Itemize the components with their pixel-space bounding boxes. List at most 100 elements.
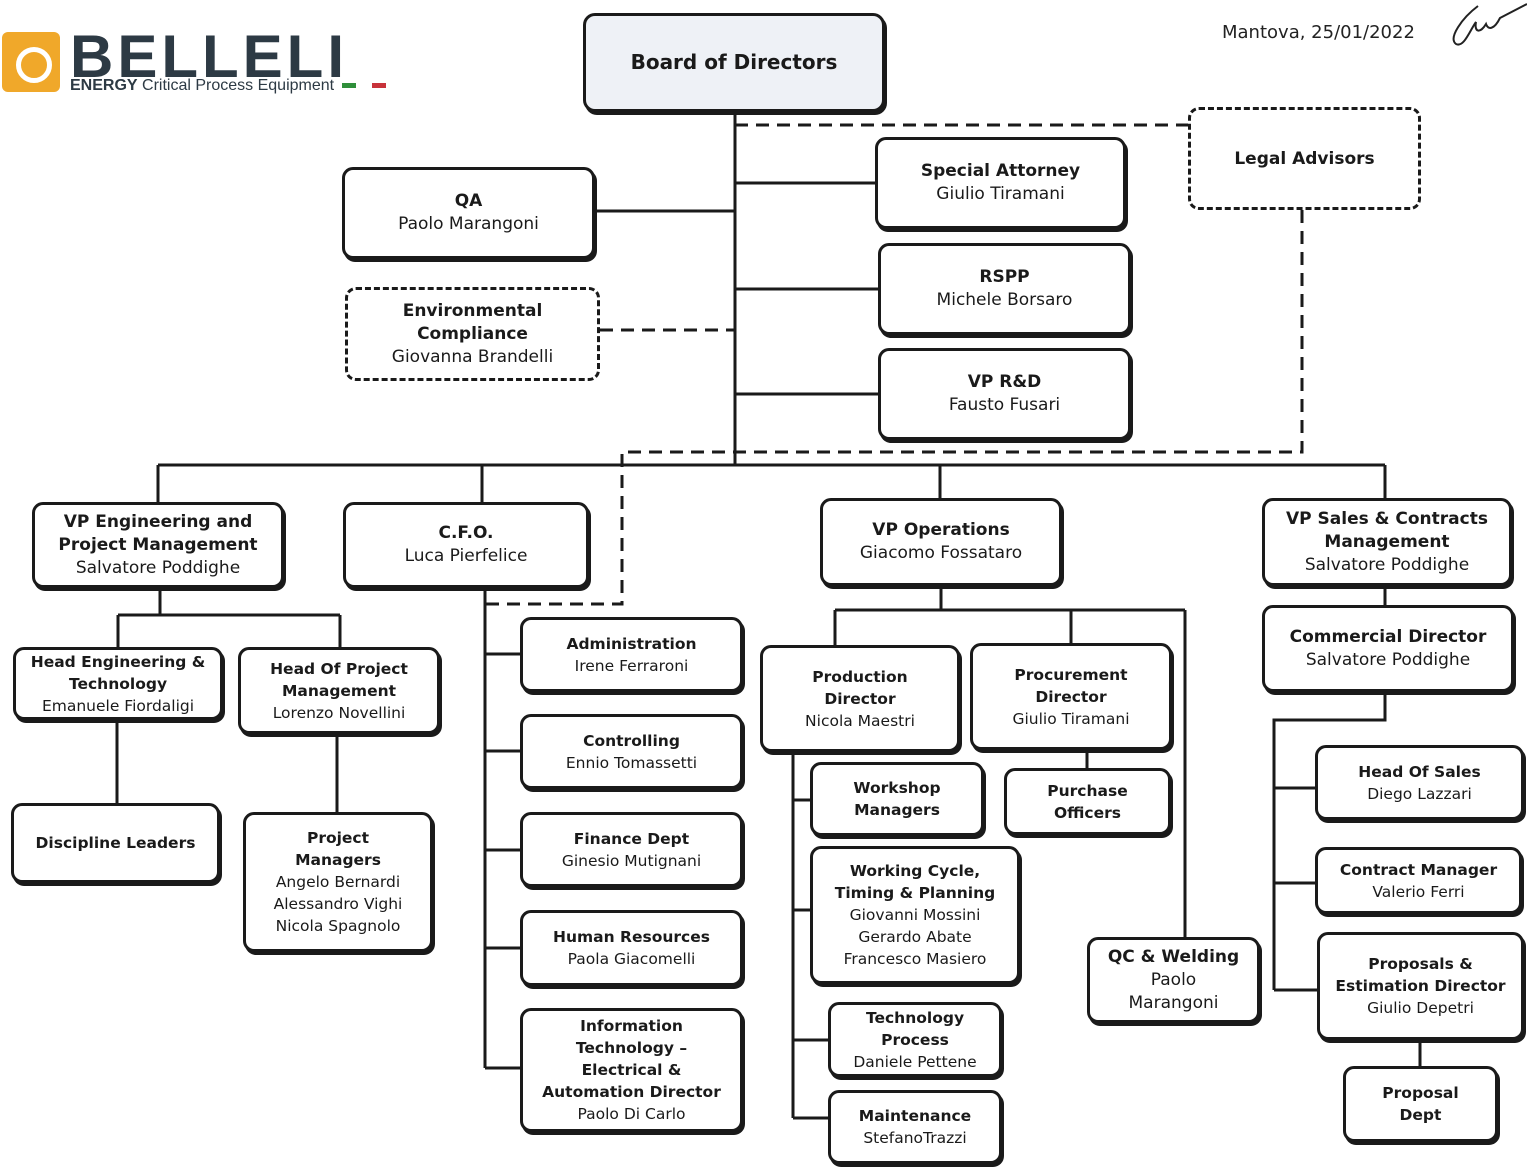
node-head-engineering[interactable]: Head Engineering & Technology Emanuele F… [13,647,223,720]
node-title: Board of Directors [630,50,838,74]
node-person: Paola Giacomelli [567,950,696,968]
node-person: Nicola Maestri [805,711,915,730]
node-person: Paolo Di Carlo [577,1105,686,1123]
node-discipline-leaders[interactable]: Discipline Leaders [11,803,220,883]
node-title: VP Sales & Contracts Management [1286,508,1488,552]
node-finance-dept[interactable]: Finance Dept Ginesio Mutignani [520,812,743,887]
node-workshop-managers[interactable]: Workshop Managers [810,762,984,836]
node-person: Irene Ferraroni [574,656,689,675]
node-proposals-estimation[interactable]: Proposals & Estimation Director Giulio D… [1317,932,1524,1040]
node-title: QA [454,191,483,211]
node-contract-manager[interactable]: Contract Manager Valerio Ferri [1315,847,1522,914]
node-person: Giulio Tiramani [1012,709,1130,728]
node-title: Working Cycle, Timing & Planning [834,862,996,902]
node-working-cycle[interactable]: Working Cycle, Timing & Planning Giovann… [810,846,1020,984]
node-rspp[interactable]: RSPP Michele Borsaro [878,243,1131,335]
node-administration[interactable]: Administration Irene Ferraroni [520,617,743,692]
node-board-of-directors[interactable]: Board of Directors [583,13,885,112]
node-commercial-director[interactable]: Commercial Director Salvatore Poddighe [1262,605,1514,692]
node-title: Procurement Director [1014,665,1128,706]
node-legal-advisors[interactable]: Legal Advisors [1188,107,1421,210]
node-title: Commercial Director [1289,626,1487,647]
company-logo: BELLELI ENERGY Critical Process Equipmen… [0,23,440,100]
node-person: Fausto Fusari [948,395,1061,415]
node-title: Proposals & Estimation Director [1335,955,1506,995]
logo-emblem-icon [2,32,60,92]
node-title: Human Resources [553,928,710,946]
node-vp-rd[interactable]: VP R&D Fausto Fusari [878,348,1131,440]
node-title: Maintenance [858,1107,972,1125]
node-person: Paolo Marangoni [1128,969,1219,1013]
node-title: Production Director [812,667,908,708]
node-procurement-director[interactable]: Procurement Director Giulio Tiramani [970,643,1172,750]
connector-ops-split [833,586,1187,937]
node-person: Giovanni Mossini Gerardo Abate Francesco… [843,906,987,968]
node-vp-engineering[interactable]: VP Engineering and Project Management Sa… [32,502,284,588]
node-person: Salvatore Poddighe [1305,649,1471,670]
node-qc-welding[interactable]: QC & Welding Paolo Marangoni [1087,937,1260,1023]
logo-wordmark: BELLELI [70,23,348,90]
connector-eng-split [116,588,342,647]
node-person: Giulio Depetri [1367,999,1474,1017]
node-title: Legal Advisors [1234,149,1375,169]
node-technology-process[interactable]: Technology Process Daniele Pettene [828,1002,1002,1077]
node-person: Valerio Ferri [1372,882,1465,901]
node-title: Environmental Compliance [402,300,543,344]
node-title: Head Of Project Management [270,659,408,700]
node-title: Contract Manager [1339,860,1498,879]
node-title: RSPP [979,267,1030,287]
node-head-of-sales[interactable]: Head Of Sales Diego Lazzari [1315,745,1524,820]
node-human-resources[interactable]: Human Resources Paola Giacomelli [520,910,743,986]
node-environmental-compliance[interactable]: Environmental Compliance Giovanna Brande… [345,287,600,381]
connector-sales-spine [1272,692,1387,990]
node-person: Ennio Tomassetti [565,753,698,772]
node-title: Finance Dept [573,829,690,848]
node-title: Head Of Sales [1358,762,1481,781]
node-person: StefanoTrazzi [863,1129,967,1147]
node-person: Emanuele Fiordaligi [41,696,195,715]
node-title: VP R&D [967,372,1042,392]
node-person: Giovanna Brandelli [391,346,554,367]
node-maintenance[interactable]: Maintenance StefanoTrazzi [828,1090,1002,1164]
node-person: Ginesio Mutignani [561,851,702,870]
node-title: Purchase Officers [1047,781,1128,822]
node-special-attorney[interactable]: Special Attorney Giulio Tiramani [875,137,1126,229]
connector-cfo-children [485,652,520,1070]
node-title: Technology Process [865,1008,965,1049]
node-person: Giacomo Fossataro [859,543,1023,563]
node-person: Michele Borsaro [936,290,1073,310]
node-person: Paolo Marangoni [398,214,539,234]
node-proposal-dept[interactable]: Proposal Dept [1343,1066,1498,1142]
node-person: Giulio Tiramani [936,184,1065,204]
logo-tag-rest: Critical Process Equipment [142,77,335,94]
node-qa[interactable]: QA Paolo Marangoni [342,167,595,259]
node-production-director[interactable]: Production Director Nicola Maestri [760,645,960,752]
node-person: Angelo Bernardi Alessandro Vighi Nicola … [273,873,403,935]
node-title: VP Operations [872,520,1010,540]
node-title: Workshop Managers [853,779,941,819]
flag-green-icon [342,83,357,89]
node-title: Special Attorney [920,161,1081,181]
node-vp-operations[interactable]: VP Operations Giacomo Fossataro [820,498,1062,586]
node-title: Project Managers [295,829,381,869]
node-person: Diego Lazzari [1367,784,1472,803]
node-controlling[interactable]: Controlling Ennio Tomassetti [520,714,743,789]
node-title: Discipline Leaders [35,834,196,852]
node-head-project-management[interactable]: Head Of Project Management Lorenzo Novel… [238,647,440,734]
node-person: Salvatore Poddighe [75,557,241,578]
node-person: Daniele Pettene [853,1052,977,1071]
node-information-technology[interactable]: Information Technology – Electrical & Au… [520,1008,743,1132]
node-cfo[interactable]: C.F.O. Luca Pierfelice [343,502,589,588]
node-title: Administration [566,634,697,653]
node-title: Controlling [583,731,680,750]
node-title: QC & Welding [1107,946,1240,967]
document-date: Mantova, 25/01/2022 [1222,22,1415,43]
node-purchase-officers[interactable]: Purchase Officers [1004,768,1171,835]
node-title: Information Technology – Electrical & Au… [542,1017,721,1101]
node-vp-sales[interactable]: VP Sales & Contracts Management Salvator… [1262,498,1512,586]
dashed-legal-down [485,210,1304,606]
node-person: Salvatore Poddighe [1304,554,1470,575]
node-project-managers[interactable]: Project Managers Angelo Bernardi Alessan… [243,812,433,952]
logo-tag-bold: ENERGY [70,77,138,94]
